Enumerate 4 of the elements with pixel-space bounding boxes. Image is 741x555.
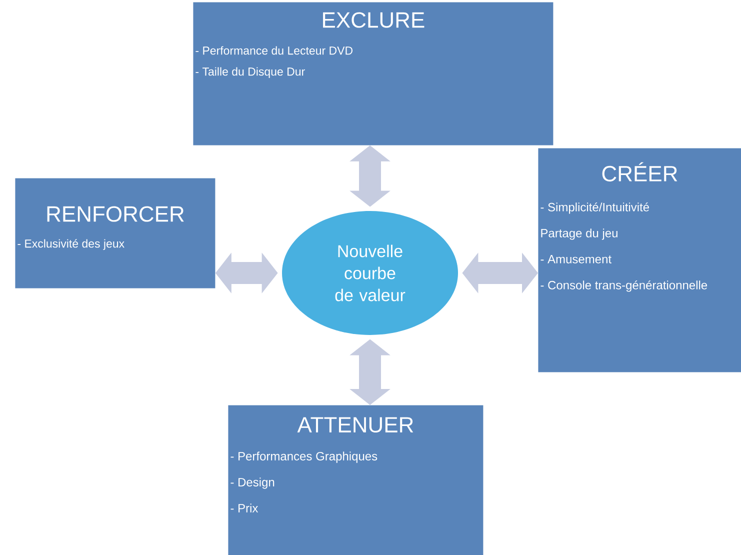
text-box: CRÉER - Simplicité/Intuitivité Partage du jeu - Amusement - Console trans-générationnelle [538,148,741,372]
text-box: EXCLURE - Performance du Lecteur DVD - Taille du Disque Dur [193,2,554,146]
text-box: RENFORCER - Exclusivité des jeux [15,178,216,288]
text-box: ATTENUER - Performances Graphiques - Design - Prix [228,405,484,555]
